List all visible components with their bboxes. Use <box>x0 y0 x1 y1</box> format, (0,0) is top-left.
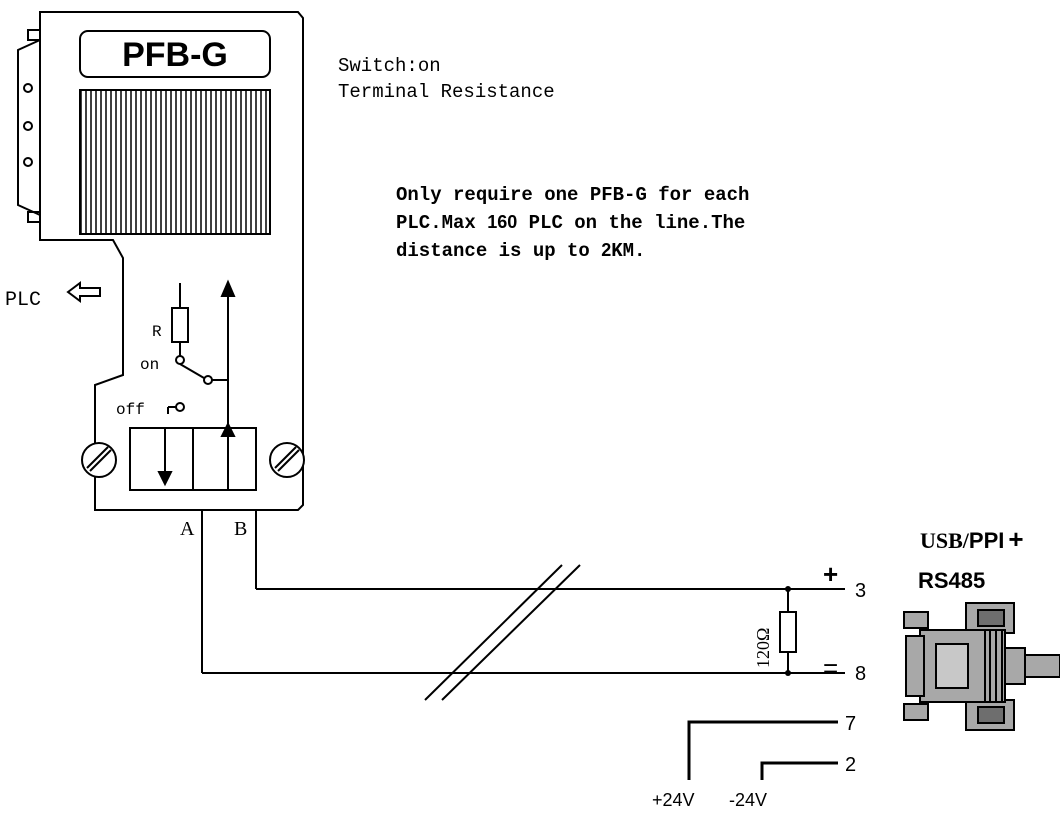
power-wires <box>687 720 838 780</box>
heatsink-fins <box>79 89 271 235</box>
info-note-line2: PLC.Max 160 PLC on the line.The <box>396 212 745 234</box>
pin-7-label: 7 <box>845 713 856 735</box>
node-dot-plus <box>785 586 791 592</box>
plc-label: PLC <box>5 289 41 312</box>
connector-title-line2: RS485 <box>918 568 985 593</box>
left-screw-icon <box>81 442 117 478</box>
device-label-box <box>79 30 271 78</box>
switch-note-line2: Terminal Resistance <box>338 81 555 103</box>
switch-note-line1: Switch:on <box>338 55 441 77</box>
pin-2-label: 2 <box>845 754 856 776</box>
node-dot-minus <box>785 670 791 676</box>
switch-off-label: off <box>116 401 145 419</box>
terminal-b-label: B <box>234 518 247 540</box>
pin-8-label: 8 <box>855 663 866 685</box>
resistor-label: R <box>152 323 162 341</box>
plus-24v-label: +24V <box>652 790 695 810</box>
right-screw-icon <box>269 442 305 478</box>
plc-arrow-icon <box>66 281 101 303</box>
device-label: PFB-G <box>122 36 228 74</box>
terminal-a-label: A <box>180 518 195 540</box>
connector-title-line1: USB/PPI+ <box>920 524 1024 554</box>
pfb-g-housing <box>17 11 304 511</box>
terminal-block <box>129 427 257 491</box>
info-note-line1: Only require one PFB-G for each <box>396 184 749 206</box>
switch-on-label: on <box>140 356 159 374</box>
pin-3-label: 3 <box>855 580 866 602</box>
minus-sign: = <box>823 653 838 683</box>
bus-wires <box>201 510 845 701</box>
termination-switch <box>167 279 236 490</box>
minus-24v-label: -24V <box>729 790 767 810</box>
plus-sign: + <box>823 559 838 589</box>
info-note-line3: distance is up to 2KM. <box>396 240 645 262</box>
resistor-120-label: 120Ω <box>753 628 773 668</box>
db9-connector-icon <box>903 602 1060 731</box>
